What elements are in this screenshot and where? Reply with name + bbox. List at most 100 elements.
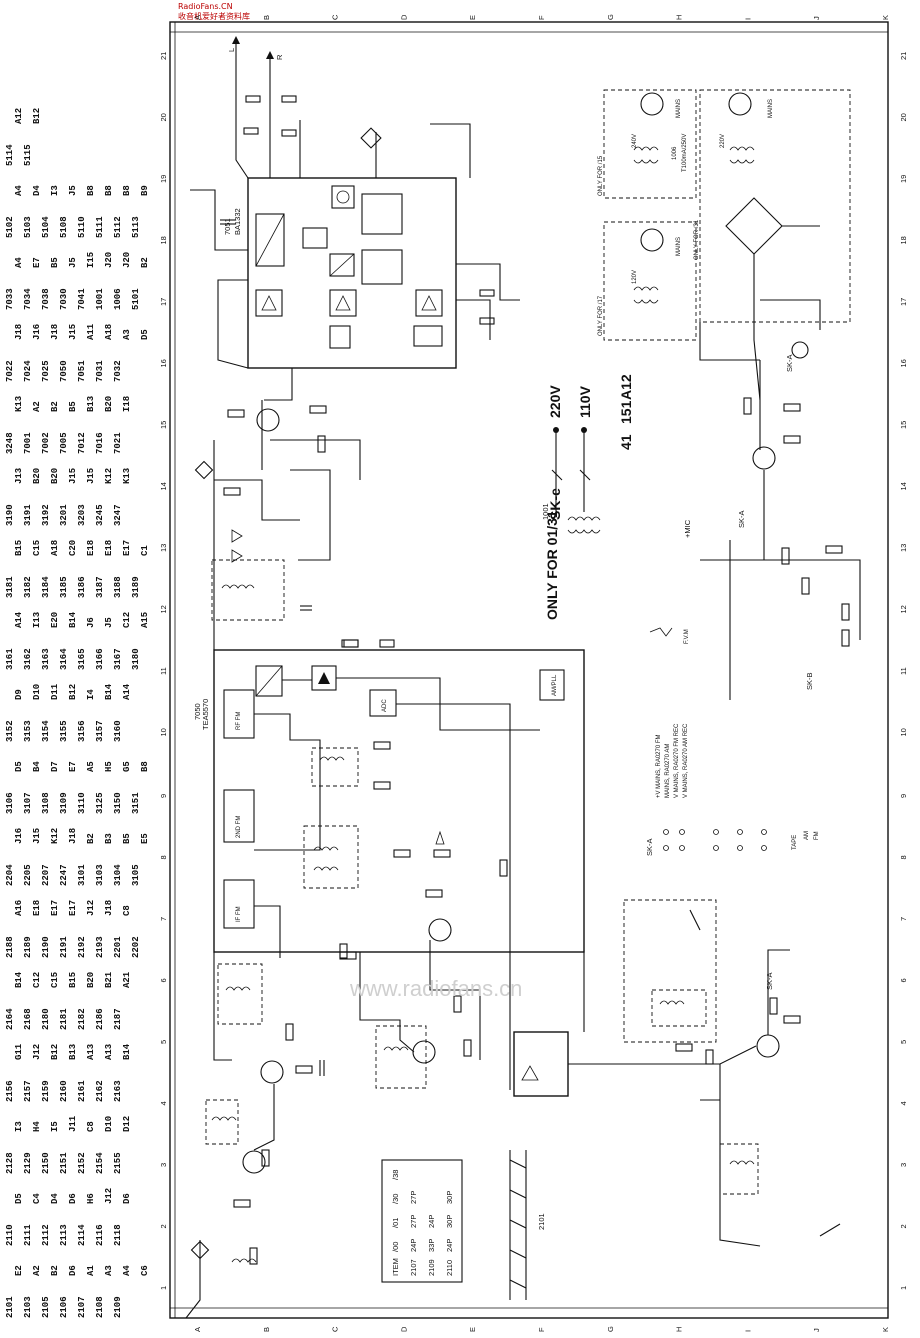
coil-symbol-icon: [313, 846, 339, 851]
grid-number-left: 7: [159, 917, 168, 921]
location-grid: B2: [50, 401, 60, 412]
location-grid: B14: [68, 611, 78, 628]
variant-cell: 30P: [445, 1191, 454, 1204]
fuse-1006-label: 1006: [672, 146, 678, 160]
location-grid: B15: [68, 972, 78, 988]
grid-number-left: 9: [159, 794, 168, 798]
resistor-symbol-icon: [373, 781, 391, 790]
resistor-symbol-icon: [463, 1039, 472, 1057]
location-grid: B12: [50, 1044, 60, 1060]
ic-7051-block-c: [413, 325, 443, 347]
location-grid: K12: [104, 468, 114, 484]
location-ref: 3125: [95, 792, 105, 814]
location-grid: I15: [86, 252, 96, 268]
location-ref: 2202: [131, 936, 141, 958]
diode-symbol-icon: [231, 529, 243, 543]
location-ref: 3110: [77, 792, 87, 814]
ic-7050-mix-diag: [255, 665, 283, 697]
switch-dot-icon: [679, 829, 685, 835]
ic-7050-am-pll: [539, 669, 565, 701]
grid-number-right: 3: [899, 1163, 908, 1167]
location-ref: 2204: [5, 864, 15, 886]
variable-cap-arrow-icon: [689, 909, 701, 931]
if-fm-label: IF FM: [236, 906, 242, 922]
grid-number-left: 14: [159, 482, 168, 490]
variant-table-border: [381, 1159, 463, 1283]
location-grid: A4: [122, 1265, 132, 1276]
resistor-symbol-icon: [769, 997, 778, 1015]
grid-letter-bottom: F: [537, 1327, 546, 1332]
wire-ic7051-right-2: [456, 299, 491, 340]
l-output-arrow-icon: [232, 36, 240, 44]
location-grid: D7: [50, 761, 60, 772]
location-ref: 2112: [41, 1224, 51, 1246]
location-ref: 2180: [41, 1008, 51, 1030]
location-ref: 2157: [23, 1080, 33, 1102]
wire-osc-down: [719, 1064, 761, 1247]
transistor-7033-icon: [260, 1060, 284, 1084]
location-grid: J11: [68, 1115, 78, 1132]
resistor-symbol-icon: [223, 487, 241, 496]
location-grid: E7: [68, 761, 78, 772]
bridge-rectifier-icon: [725, 197, 783, 255]
coil-group-5102: [205, 1099, 239, 1145]
variant-cell: 2110: [445, 1260, 454, 1276]
transistor-7001-icon: [242, 1150, 266, 1174]
legend-entry: V MAINS, RA0270 AM REC: [683, 723, 689, 798]
variant-cell: 24P: [409, 1239, 418, 1252]
location-grid: B13: [68, 1044, 78, 1060]
resistor-symbol-icon: [783, 435, 801, 444]
location-grid: A16: [14, 900, 24, 916]
resistor-symbol-icon: [281, 95, 297, 103]
location-grid: C15: [32, 540, 42, 556]
mic-label: +MIC: [683, 519, 692, 538]
location-ref: 3108: [41, 792, 51, 814]
location-grid: C8: [122, 905, 132, 916]
resistor-symbol-icon: [249, 1247, 258, 1265]
grid-number-right: 15: [899, 421, 908, 429]
grid-letter-bottom: B: [262, 1327, 271, 1332]
resistor-symbol-icon: [841, 629, 850, 647]
variant-cell: /30: [391, 1194, 400, 1204]
grid-letter-top: A: [193, 15, 202, 20]
voltage-120v-label: 120V: [632, 270, 638, 284]
grid-letter-top: F: [537, 15, 546, 20]
grid-number-left: 13: [159, 544, 168, 552]
location-ref: 3248: [5, 432, 15, 454]
location-grid: A13: [104, 1044, 114, 1060]
resistor-symbol-icon: [309, 405, 327, 414]
location-ref: 3163: [41, 648, 51, 670]
only-for-31-label: ONLY FOR /31: [694, 219, 700, 260]
voltage-220-label: 220V: [547, 385, 563, 418]
location-ref: 3153: [23, 720, 33, 742]
voltage-220v-small-label: 220V: [720, 134, 726, 148]
ic-7050-mix: [255, 665, 283, 697]
coil-symbol-icon: [225, 986, 251, 991]
location-grid: B5: [68, 401, 78, 412]
grid-number-right: 13: [899, 544, 908, 552]
switch-contact-icon: [551, 469, 563, 481]
location-grid: I3: [50, 185, 60, 196]
location-grid: K12: [50, 828, 60, 844]
location-ref: 2168: [23, 1008, 33, 1030]
location-grid: J16: [32, 324, 42, 340]
resistor-symbol-icon: [499, 859, 508, 877]
ic-7051-stereo-decoder: [255, 213, 285, 267]
voltage-selector[interactable]: [551, 427, 591, 512]
mains-plugs: [640, 92, 752, 252]
resistor-symbol-icon: [825, 545, 843, 554]
location-ref: 7012: [77, 432, 87, 454]
location-grid: E17: [122, 540, 132, 556]
am-osc-block: [513, 1031, 569, 1097]
legend-entry: MAINS, RA0270 AM: [665, 744, 671, 798]
location-grid: J5: [68, 257, 78, 268]
location-grid: D12: [122, 1116, 132, 1132]
ic-7050-adc: [369, 689, 397, 717]
grid-number-left: 15: [159, 421, 168, 429]
location-ref: 2116: [95, 1224, 105, 1246]
location-ref: 5114: [5, 144, 15, 166]
ic-7051-ref: 7051: [223, 218, 232, 235]
location-ref: 2101: [5, 1296, 15, 1318]
location-grid: C8: [86, 1121, 96, 1132]
wire-ic7051-right-1: [456, 263, 520, 301]
